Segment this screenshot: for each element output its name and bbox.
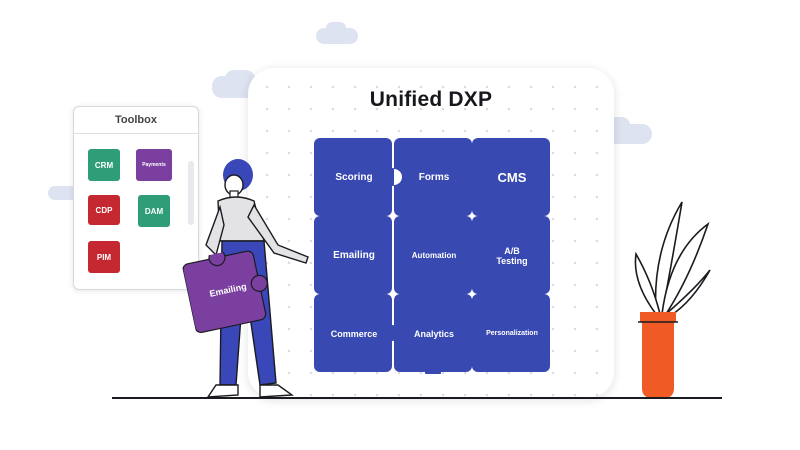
piece-label: Analytics: [413, 328, 455, 339]
toolbox-item-dam[interactable]: DAM: [138, 195, 170, 227]
piece-label: Personalization: [486, 329, 538, 337]
piece-label: Emailing: [333, 250, 375, 262]
cloud-decoration: [225, 70, 255, 88]
cloud-decoration: [326, 22, 346, 34]
puzzle-shape: [472, 216, 550, 294]
piece-label: Automation: [411, 251, 457, 261]
puzzle-shape: [472, 138, 550, 218]
toolbox-panel: Toolbox CRM Payments CDP DAM PIM: [73, 106, 199, 290]
puzzle-piece-ab-testing[interactable]: A/B Testing: [472, 216, 552, 296]
puzzle-shape: [394, 138, 472, 216]
piece-label: Commerce: [330, 328, 378, 339]
toolbox-item-label: Payments: [142, 162, 166, 168]
cloud-decoration: [48, 186, 80, 200]
piece-label: Forms: [418, 172, 450, 184]
toolbox-item-label: CRM: [94, 160, 114, 170]
puzzle-shape: [394, 216, 472, 294]
puzzle-piece-emailing[interactable]: Emailing: [314, 216, 394, 296]
puzzle-piece-commerce[interactable]: Commerce: [314, 294, 394, 374]
toolbox-scrollbar[interactable]: [188, 161, 194, 225]
plant-illustration: [634, 201, 711, 398]
held-puzzle-piece-emailing[interactable]: Emailing: [181, 245, 275, 336]
puzzle-piece-cms[interactable]: CMS: [472, 138, 552, 218]
piece-label: Scoring: [335, 172, 373, 184]
puzzle-shape: [472, 294, 550, 372]
puzzle-piece-analytics[interactable]: Analytics: [394, 294, 474, 374]
piece-label: A/B Testing: [496, 245, 528, 266]
toolbox-item-pim[interactable]: PIM: [88, 241, 120, 273]
toolbox-item-label: DAM: [144, 206, 164, 216]
puzzle-piece-forms[interactable]: Forms: [394, 138, 474, 218]
puzzle-shape: [394, 294, 472, 374]
toolbox-item-payments[interactable]: Payments: [136, 149, 172, 181]
puzzle-shape: [314, 294, 394, 372]
puzzle-shape: [314, 216, 392, 296]
puzzle-piece-personalization[interactable]: Personalization: [472, 294, 552, 374]
toolbox-title: Toolbox: [74, 107, 198, 134]
toolbox-item-label: PIM: [96, 252, 112, 262]
toolbox-item-label: CDP: [95, 205, 113, 215]
toolbox-item-cdp[interactable]: CDP: [88, 195, 120, 225]
toolbox-item-crm[interactable]: CRM: [88, 149, 120, 181]
puzzle-piece-scoring[interactable]: Scoring: [314, 138, 394, 218]
puzzle-piece-automation[interactable]: Automation: [394, 216, 474, 296]
board-title: Unified DXP: [369, 88, 493, 111]
puzzle-shape: [182, 248, 268, 334]
piece-label: CMS: [497, 169, 527, 185]
ground-line: [112, 397, 722, 399]
dxp-board: Unified DXP Scoring Forms CMS Emailing: [248, 68, 614, 398]
cloud-decoration: [316, 28, 358, 44]
puzzle-shape: [314, 138, 394, 216]
